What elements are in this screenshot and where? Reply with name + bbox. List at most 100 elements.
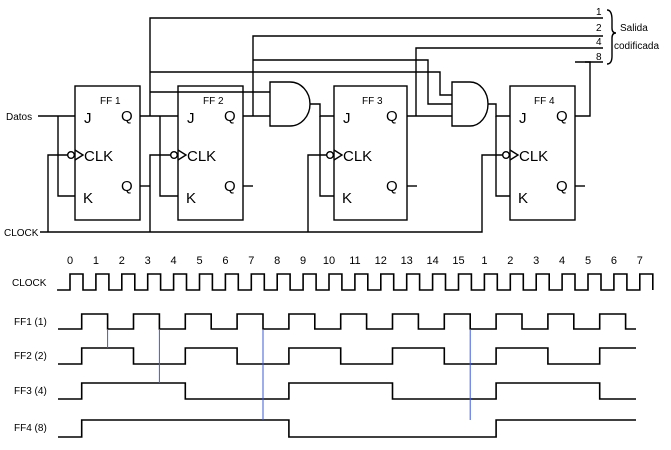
flipflop-2-j-pin: J: [187, 110, 195, 127]
ff1-to-gate2-wire: [150, 71, 452, 96]
flipflop-3-clock-triangle: [333, 149, 344, 161]
flipflop-3-q-pin: Q: [386, 108, 398, 125]
flipflop-1-body: [74, 85, 141, 221]
pulse-number: 4: [559, 255, 565, 267]
flipflop-1-qbar-pin: Q: [121, 178, 133, 195]
pulse-number: 6: [611, 255, 617, 267]
pulse-number: 6: [222, 255, 228, 267]
flipflop-3-clk-pin: CLK: [343, 148, 372, 165]
clock-bubble-4: [502, 150, 511, 159]
signal-label: FF1 (1): [14, 317, 47, 328]
output-bit-1-label: 1: [596, 7, 602, 18]
flipflop-3-k-pin: K: [342, 190, 352, 207]
flipflop-2: FF 2 J CLK K Q Q: [177, 85, 244, 221]
output-bit-4-label: 4: [596, 37, 602, 48]
signal-label: FF4 (8): [14, 423, 47, 434]
flipflop-1-q-pin: Q: [121, 108, 133, 125]
ff2-jk-wire: [159, 116, 178, 197]
pulse-number: 7: [248, 255, 254, 267]
flipflop-2-q-pin: Q: [224, 108, 236, 125]
and-gate-1: [269, 81, 311, 127]
flipflop-3-body: [333, 85, 408, 221]
output-bit-8-label: 8: [596, 52, 602, 63]
flipflop-1-k-pin: K: [83, 190, 93, 207]
pulse-number: 1: [93, 255, 99, 267]
output-bit-2-wire: [252, 35, 585, 116]
and-gate-2: [451, 81, 489, 127]
pulse-number: 2: [119, 255, 125, 267]
flipflop-4-q-pin: Q: [556, 108, 568, 125]
flipflop-2-clock-triangle: [177, 149, 188, 161]
data-input-label: Datos: [6, 112, 32, 123]
pulse-number: 8: [274, 255, 280, 267]
output-heading-2: codificada: [614, 41, 659, 52]
clock-wave-path: [57, 273, 654, 291]
flipflop-3-j-pin: J: [343, 110, 351, 127]
wiring: [38, 9, 617, 233]
clock-bubble-3: [326, 150, 335, 159]
gate1-out-wire: [310, 103, 334, 117]
pulse-number: 15: [452, 255, 464, 267]
pulse-number: 4: [171, 255, 177, 267]
signal-wave-path: [58, 419, 636, 438]
pulse-number: 14: [426, 255, 438, 267]
flipflop-2-k-pin: K: [186, 190, 196, 207]
pulse-number: 10: [323, 255, 335, 267]
flipflop-4-clock-triangle: [509, 149, 520, 161]
signal-wave-path: [58, 347, 636, 365]
gate2-out-wire: [488, 103, 510, 117]
signal-wave-path: [58, 382, 636, 400]
flipflop-1-clk-pin: CLK: [84, 148, 113, 165]
output-bit-4-wire: [415, 47, 585, 116]
flipflop-4-name: FF 4: [534, 96, 555, 107]
pulse-number: 2: [507, 255, 513, 267]
flipflop-2-clk-pin: CLK: [187, 148, 216, 165]
signal-label: FF3 (4): [14, 386, 47, 397]
ff2-to-gate2-wire: [253, 59, 452, 105]
flipflop-4-j-pin: J: [519, 110, 527, 127]
pulse-number: 5: [585, 255, 591, 267]
pulse-number: 3: [145, 255, 151, 267]
pulse-number: 5: [196, 255, 202, 267]
clock-bubble-2: [169, 150, 178, 159]
flipflop-2-body: [177, 85, 244, 221]
flipflop-1-j-pin: J: [84, 110, 92, 127]
output-bit-2-label: 2: [596, 23, 602, 34]
clock-bus: [40, 154, 503, 233]
clock-to-ff1: [47, 154, 68, 232]
pulse-number: 0: [67, 255, 73, 267]
output-bit-8-wire: [575, 61, 591, 117]
signal-label: FF2 (2): [14, 351, 47, 362]
flipflop-2-qbar-pin: Q: [224, 178, 236, 195]
flipflop-1-name: FF 1: [100, 96, 121, 107]
clock-bubble-1: [66, 150, 75, 159]
pulse-number: 3: [533, 255, 539, 267]
flipflop-3-qbar-pin: Q: [386, 178, 398, 195]
flipflop-4-qbar-pin: Q: [556, 178, 568, 195]
clock-waveform: [57, 273, 654, 291]
flipflop-4-clk-pin: CLK: [519, 148, 548, 165]
transition-markers: [107, 329, 471, 420]
clock-input-label: CLOCK: [4, 228, 39, 239]
flipflop-2-name: FF 2: [203, 96, 224, 107]
flipflop-4-k-pin: K: [518, 190, 528, 207]
signal-labels: FF1 (1) FF2 (2) FF3 (4) FF4 (8): [14, 317, 47, 434]
ff4-jk-wire: [495, 116, 510, 197]
signal-waveforms: [58, 313, 636, 438]
pulse-number: 7: [637, 255, 643, 267]
pulse-number: 9: [300, 255, 306, 267]
output-heading: Salida: [620, 23, 648, 34]
output-stubs: [585, 17, 603, 49]
pulse-number: 11: [349, 255, 360, 267]
output-bit-1-wire: [149, 17, 585, 116]
pulse-number: 13: [401, 255, 413, 267]
flipflop-4-body: [509, 85, 576, 221]
pulse-number: 1: [481, 255, 487, 267]
ff3-jk-wire: [319, 116, 334, 197]
flipflop-3-name: FF 3: [362, 96, 383, 107]
signal-wave-path: [58, 313, 636, 330]
output-brace: [606, 9, 617, 65]
